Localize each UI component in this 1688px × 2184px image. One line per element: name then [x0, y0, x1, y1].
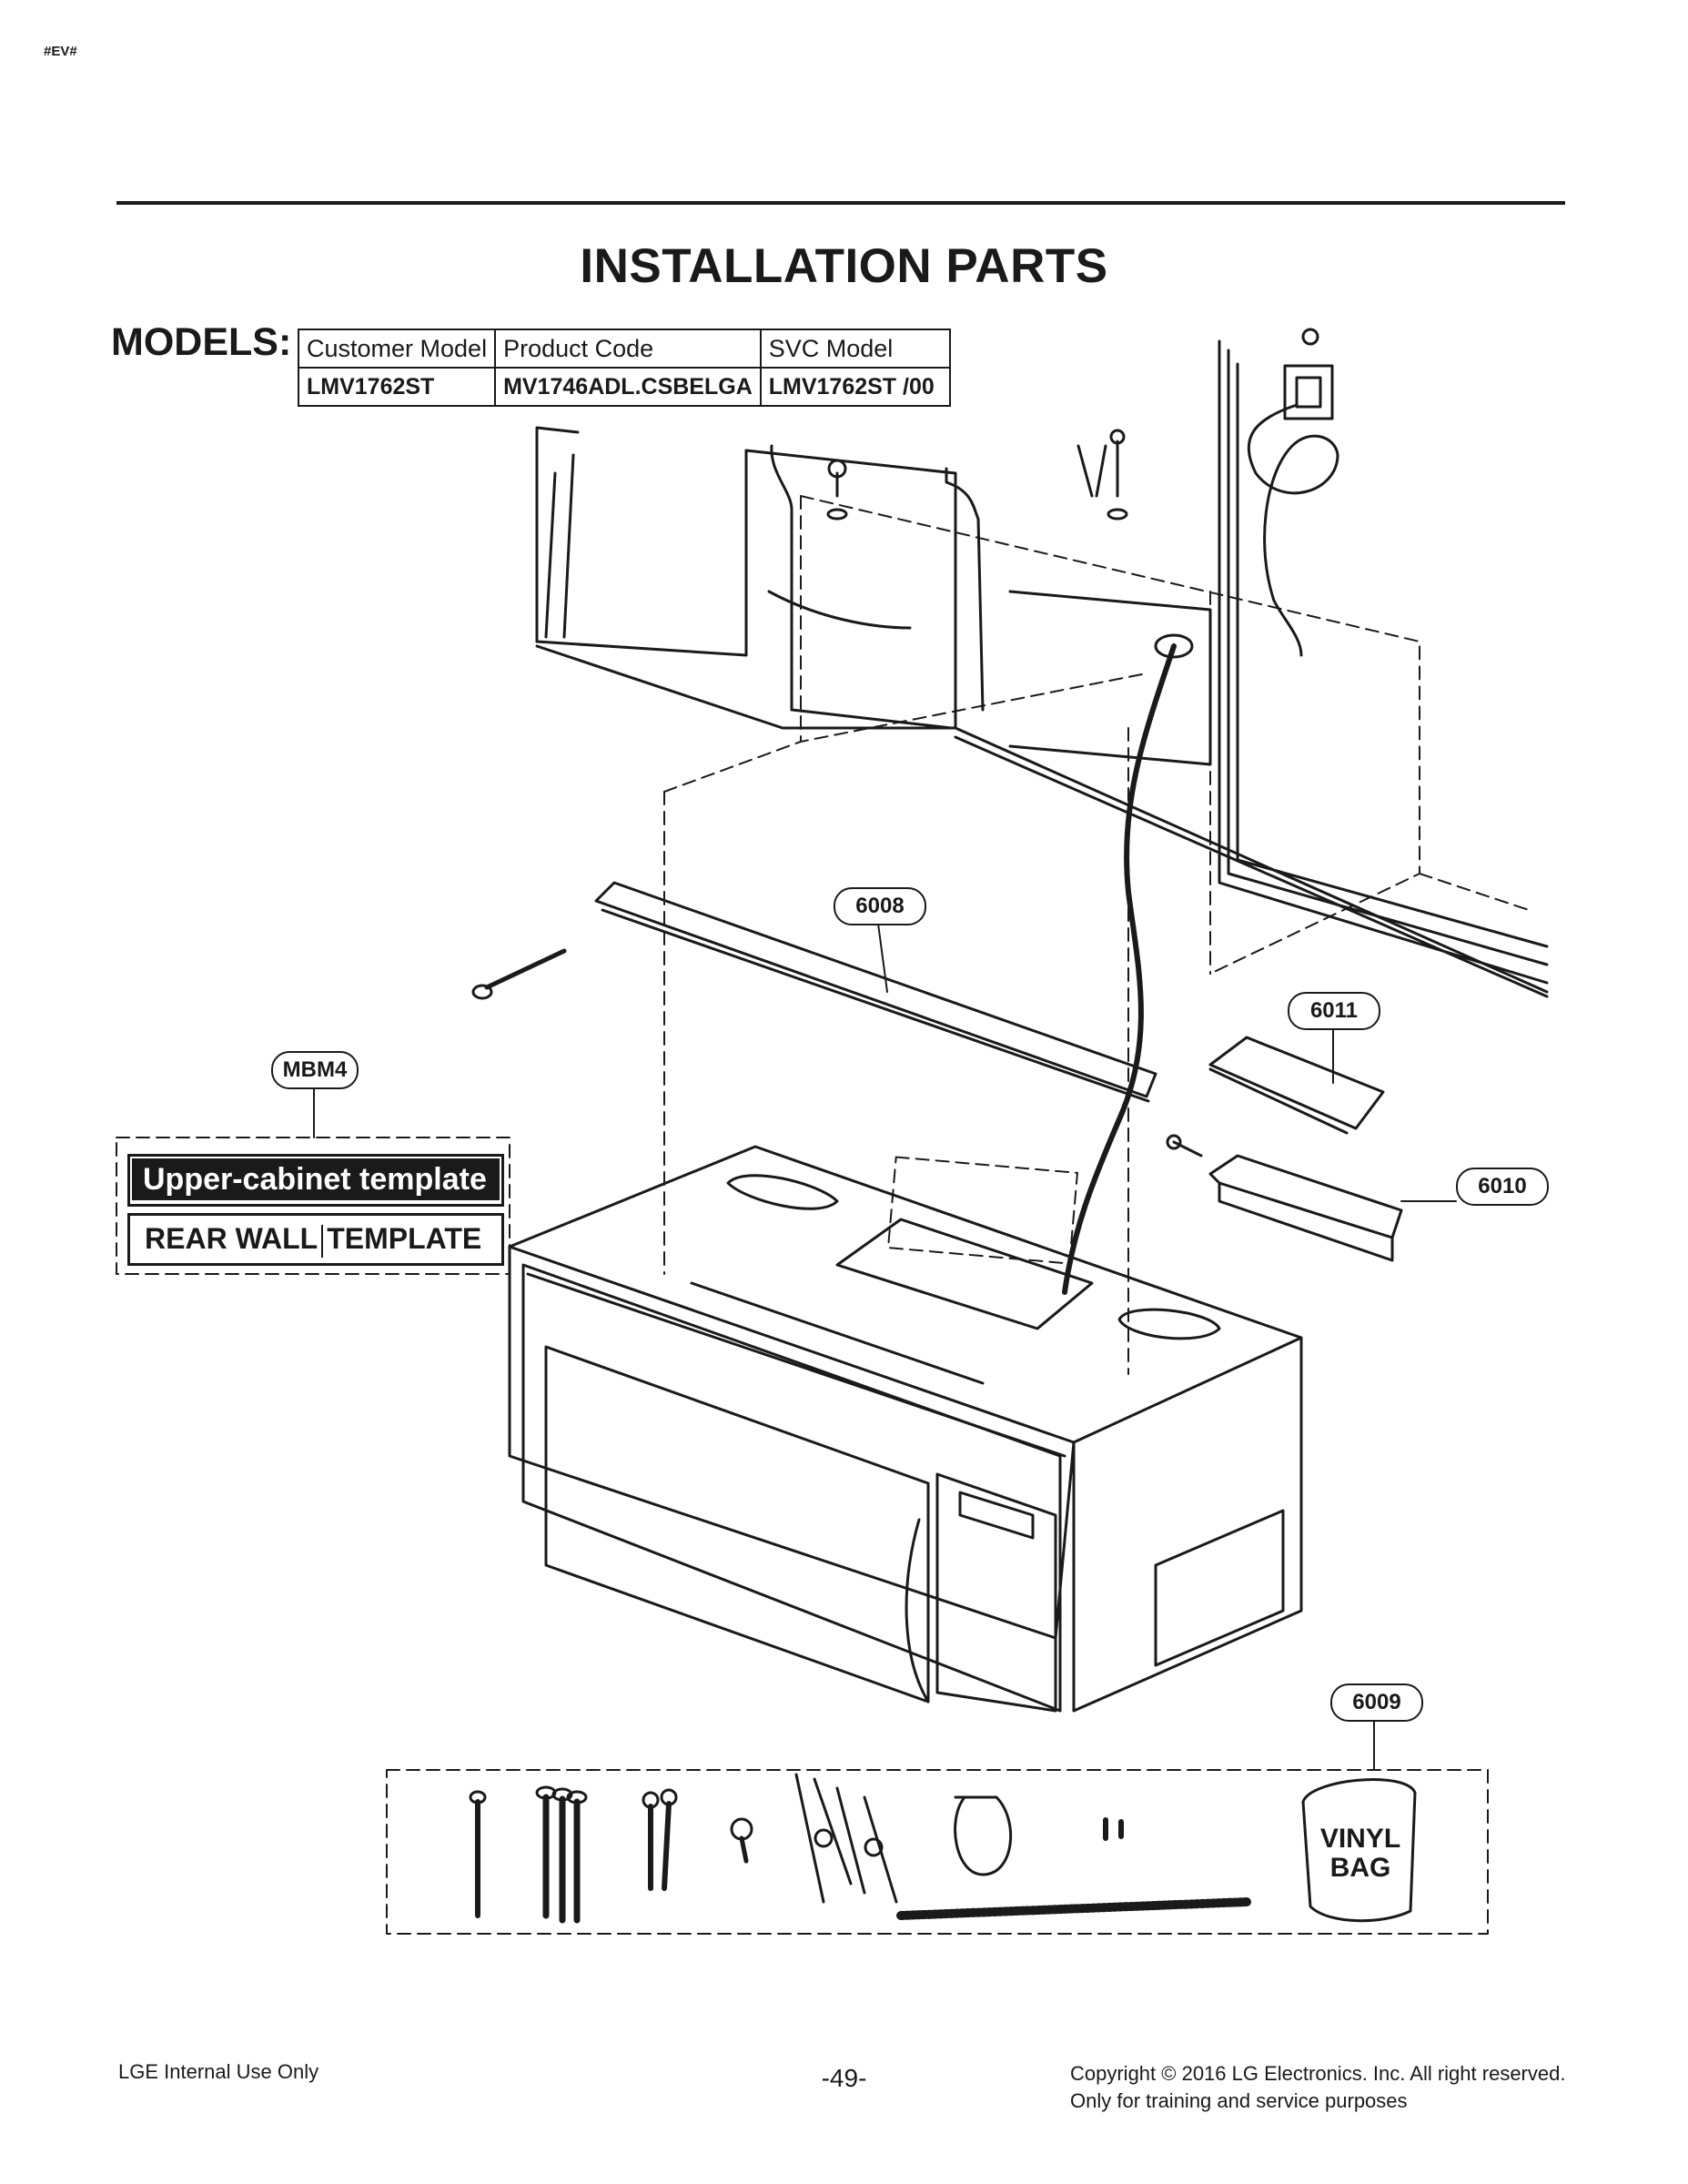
callout-6009: 6009: [1330, 1684, 1423, 1722]
upper-cabinet: [535, 339, 1549, 998]
tiny-screws-icon: [1103, 1817, 1124, 1841]
microwave-oven: [508, 1145, 1303, 1713]
vinyl-bag-line2: BAG: [1329, 1853, 1391, 1883]
top-rule: [116, 201, 1565, 205]
training-line: Only for training and service purposes: [1070, 2089, 1408, 2112]
rear-wall-template-left: REAR WALL: [145, 1222, 318, 1255]
callout-mbm4: MBM4: [271, 1051, 359, 1089]
cord-grommet: [1154, 633, 1194, 659]
footer-right: Copyright © 2016 LG Electronics. Inc. Al…: [1070, 2060, 1565, 2115]
vinyl-bag-line1: VINYL: [1319, 1824, 1401, 1854]
models-header-row: Customer Model Product Code SVC Model: [297, 329, 951, 369]
upper-cabinet-template: Upper-cabinet template: [132, 1158, 500, 1200]
cell-customer-model: LMV1762ST: [297, 367, 497, 407]
lag-screw-icon: [469, 1790, 487, 1918]
cabinet-screws: [826, 429, 1128, 521]
cord-clamp-icon: [954, 1795, 1013, 1876]
models-table: Customer Model Product Code SVC Model LM…: [297, 329, 951, 407]
rear-wall-template-box: REAR WALL TEMPLATE: [127, 1213, 504, 1266]
small-screw-icon: [730, 1817, 753, 1864]
col-customer-model: Customer Model: [297, 329, 497, 369]
medium-bolts-icon: [642, 1788, 678, 1891]
power-cord: [1062, 643, 1177, 1295]
adapter-6010: [1166, 1134, 1403, 1262]
mounting-plate: [594, 881, 1157, 1103]
long-bolts-icon: [535, 1785, 588, 1924]
vinyl-bag-label: VINYL BAG: [1310, 1825, 1410, 1883]
document-code: #EV#: [44, 44, 77, 59]
hardware-kit-box: [386, 1769, 1489, 1935]
wall-screw: [484, 948, 567, 990]
col-product-code: Product Code: [494, 329, 762, 369]
wall-outlet: [1247, 328, 1339, 657]
upper-cabinet-template-box: Upper-cabinet template: [127, 1154, 504, 1207]
models-row: LMV1762ST MV1746ADL.CSBELGA LMV1762ST /0…: [297, 367, 951, 407]
hardware-items: [469, 1773, 1417, 1924]
6008-leader: [877, 923, 888, 993]
callout-6010: 6010: [1456, 1168, 1549, 1206]
guide-lines: [663, 495, 1530, 1375]
cell-product-code: MV1746ADL.CSBELGA: [494, 367, 762, 407]
rear-wall-template: REAR WALL TEMPLATE: [130, 1216, 501, 1261]
callout-6011: 6011: [1288, 992, 1380, 1030]
page-number: -49-: [821, 2064, 867, 2092]
damper-6011: [1208, 1036, 1385, 1135]
footer-left: LGE Internal Use Only: [118, 2060, 319, 2083]
grommet-strip-icon: [896, 1897, 1251, 1920]
callout-6008: 6008: [834, 887, 926, 925]
models-label: MODELS:: [111, 320, 292, 364]
toggle-wings-icon: [794, 1773, 898, 1904]
page-title: INSTALLATION PARTS: [580, 239, 1108, 293]
template-group-box: [116, 1137, 510, 1275]
wall-screw-head: [471, 984, 493, 1000]
copyright-line: Copyright © 2016 LG Electronics. Inc. Al…: [1070, 2062, 1566, 2085]
rear-wall-template-right: TEMPLATE: [327, 1222, 482, 1255]
col-svc-model: SVC Model: [759, 329, 951, 369]
cell-svc-model: LMV1762ST /00: [759, 367, 951, 407]
vinyl-bag-icon: [1301, 1778, 1417, 1923]
